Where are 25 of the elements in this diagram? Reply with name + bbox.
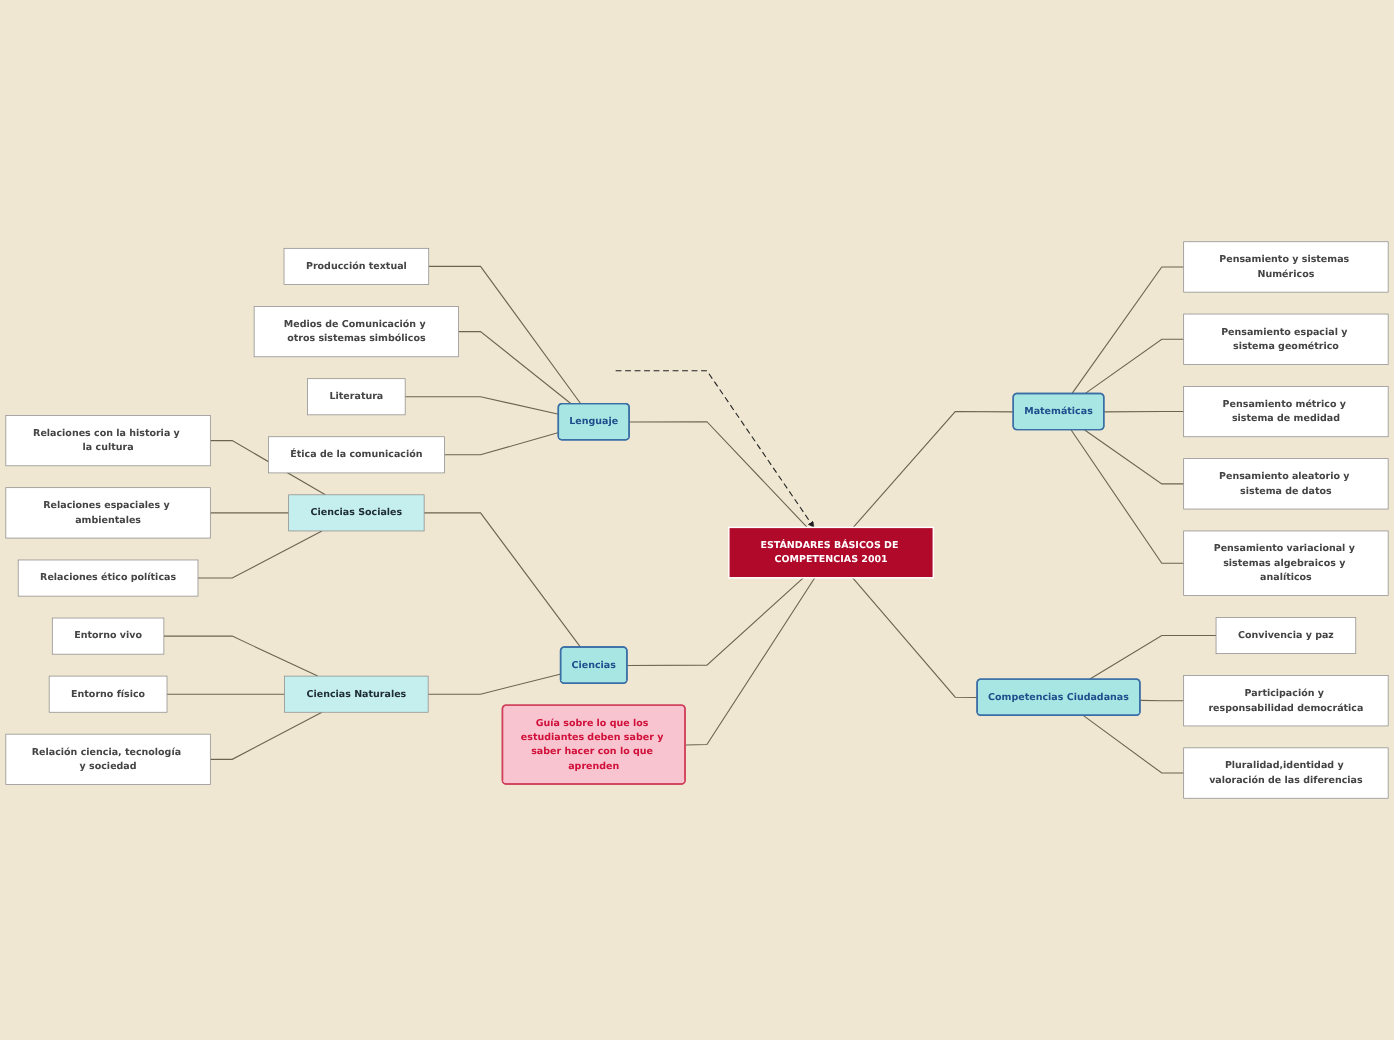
- connector: [404, 396, 560, 415]
- connector: [423, 512, 582, 648]
- connector: [1084, 338, 1185, 395]
- connector: [428, 265, 582, 405]
- connector: [1088, 635, 1217, 681]
- connector: [1084, 429, 1185, 485]
- connector: [458, 331, 572, 405]
- connector: [1071, 266, 1185, 395]
- connector: [427, 673, 562, 695]
- connector: [209, 711, 323, 760]
- connector: [628, 421, 808, 528]
- connector: [1082, 715, 1185, 774]
- connector: [852, 577, 979, 699]
- connector: [684, 577, 816, 746]
- connector: [1070, 429, 1185, 564]
- connector: [166, 693, 286, 695]
- arrow: [615, 370, 815, 528]
- connector: [209, 512, 290, 514]
- connector: [197, 530, 323, 579]
- connector: [626, 577, 804, 667]
- connector: [163, 635, 319, 677]
- connector: [1103, 411, 1185, 413]
- connector: [443, 431, 560, 456]
- connector: [1139, 699, 1185, 702]
- connector: [852, 411, 1015, 528]
